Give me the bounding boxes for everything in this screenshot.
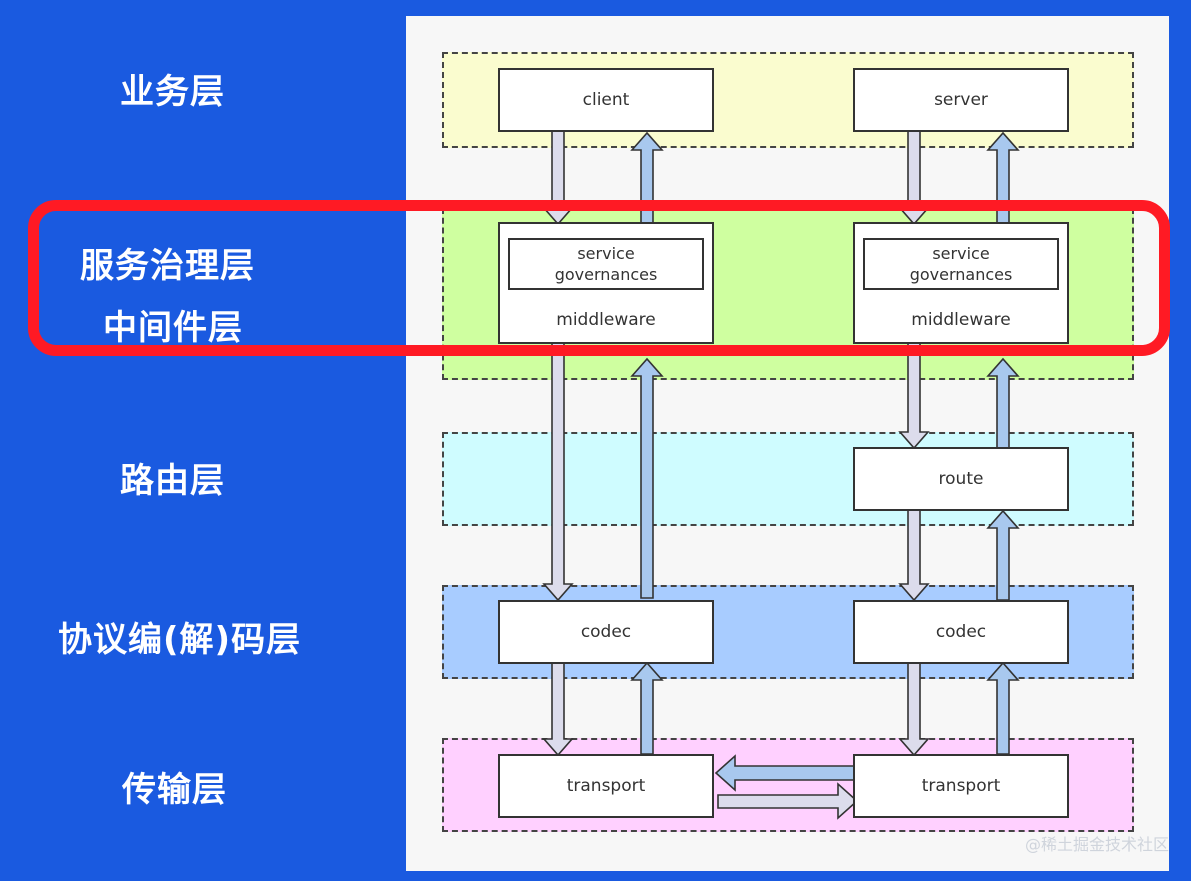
server-route-box: route [853, 447, 1069, 511]
server-box: server [853, 68, 1069, 132]
layer-label-business: 业务层 [120, 72, 225, 112]
arrow-client-up-3 [630, 661, 664, 755]
arrow-transport-left [714, 754, 856, 792]
arrow-server-up-1 [986, 131, 1020, 225]
layer-label-transport: 传输层 [122, 770, 227, 810]
client-transport-box: transport [498, 754, 714, 818]
arrow-client-up-2 [630, 357, 664, 599]
arrow-client-down-3 [542, 661, 574, 757]
server-sg-line2: governances [909, 265, 1013, 284]
arrow-client-up-1 [630, 131, 664, 225]
layer-label-codec: 协议编(解)码层 [58, 620, 302, 660]
arrow-server-down-3 [898, 509, 930, 602]
server-transport-box: transport [853, 754, 1069, 818]
server-service-governances-box: service governances [863, 238, 1059, 290]
arrow-transport-right [717, 782, 859, 820]
layer-label-governance: 服务治理层 [80, 246, 255, 286]
server-codec-box: codec [853, 600, 1069, 664]
client-box: client [498, 68, 714, 132]
arrow-server-up-4 [986, 661, 1020, 755]
arrow-server-up-3 [986, 509, 1020, 601]
client-middleware-label: middleware [556, 310, 656, 330]
arrow-server-down-4 [898, 661, 930, 757]
client-sg-line2: governances [554, 265, 658, 284]
layer-label-routing: 路由层 [120, 461, 225, 501]
client-service-governances-box: service governances [508, 238, 704, 290]
layer-label-middleware: 中间件层 [103, 308, 243, 348]
server-sg-line1: service [932, 244, 990, 263]
arrow-client-down-2 [542, 339, 574, 602]
client-codec-box: codec [498, 600, 714, 664]
highlight-frame [28, 200, 1170, 356]
arrow-server-up-2 [986, 357, 1020, 449]
watermark: @稀土掘金技术社区 [1024, 835, 1169, 854]
arrow-server-down-2 [898, 339, 930, 450]
client-sg-line1: service [577, 244, 635, 263]
server-middleware-label: middleware [911, 310, 1011, 330]
client-middleware-box: service governances middleware [498, 222, 714, 344]
server-middleware-box: service governances middleware [853, 222, 1069, 344]
